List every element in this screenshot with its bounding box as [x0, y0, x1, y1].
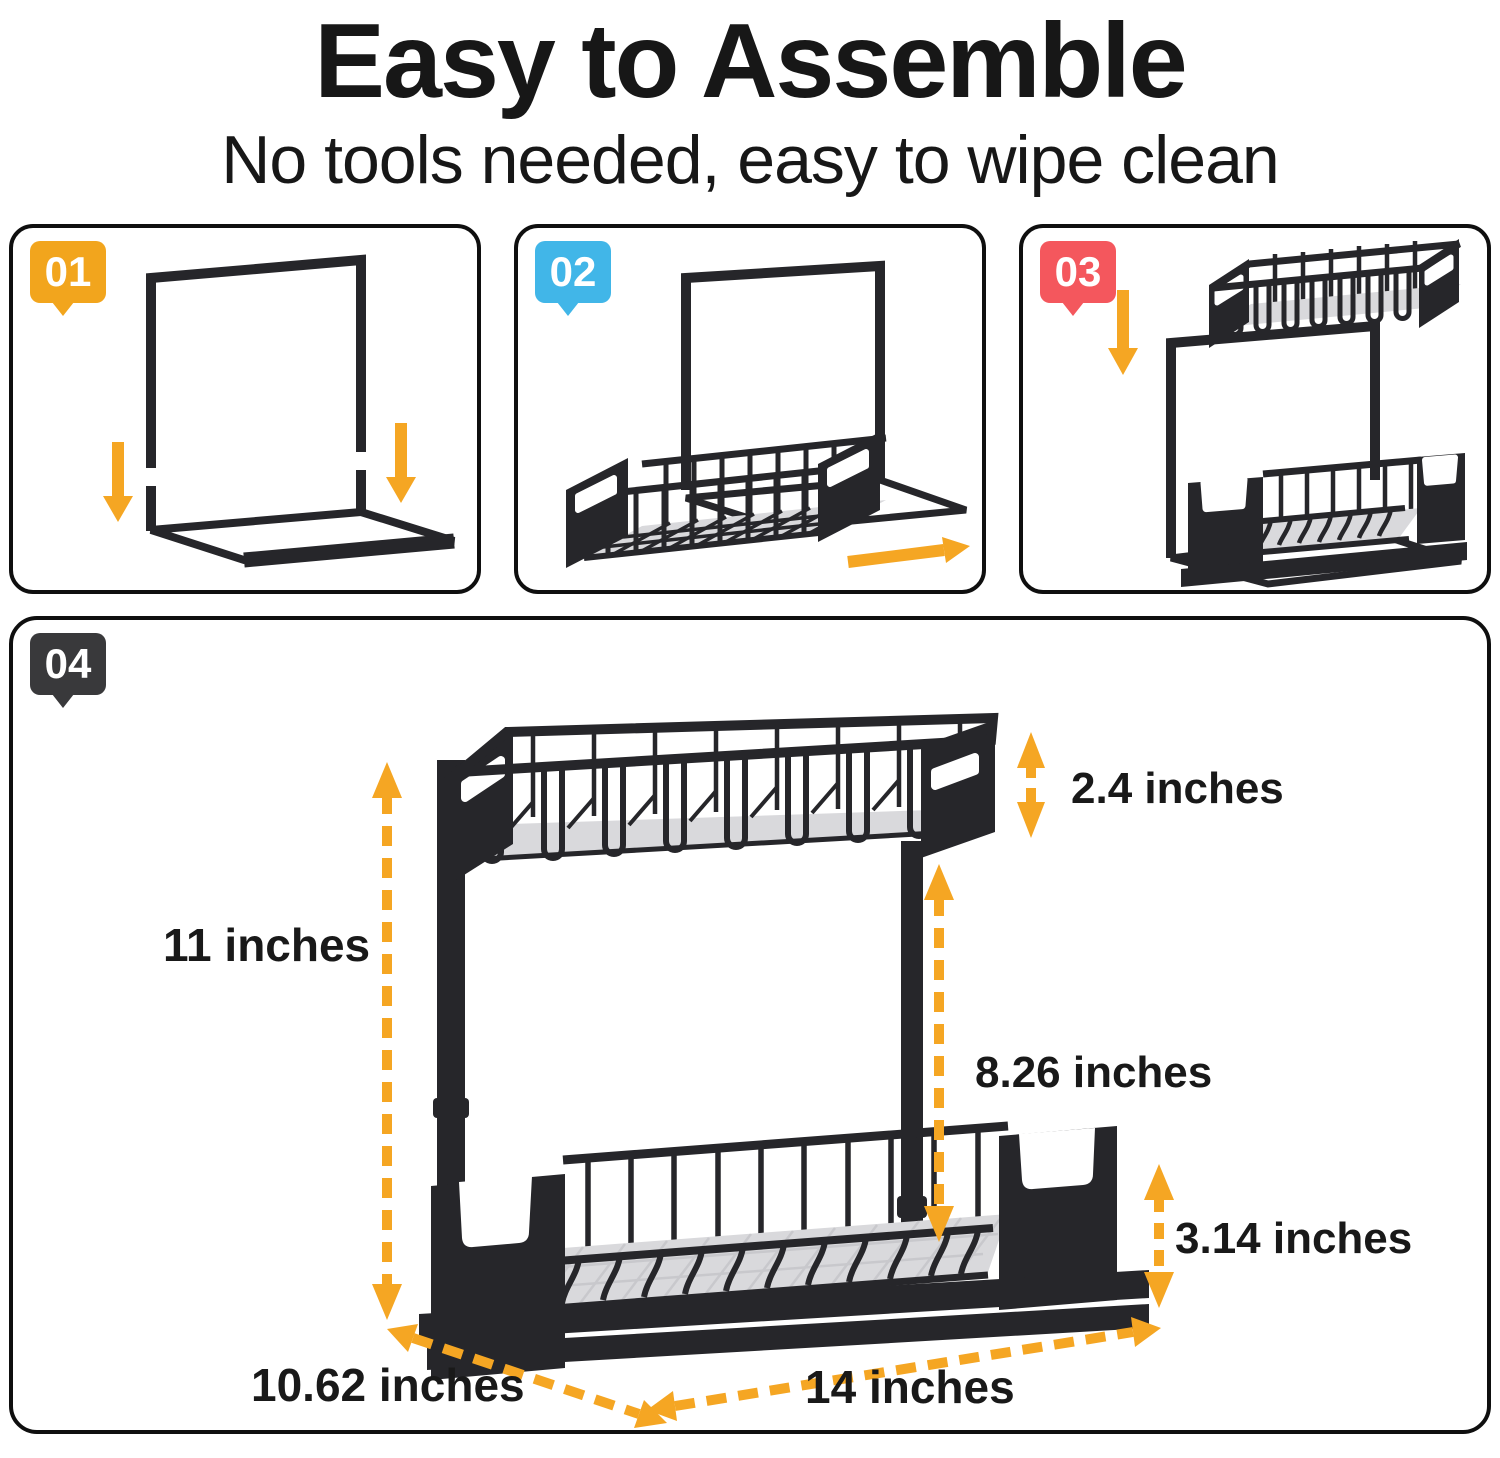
- handle-hole: [575, 475, 617, 514]
- step-badge-01: 01: [30, 241, 106, 317]
- bottom-basket-height-arrow: [1144, 1164, 1174, 1309]
- dim-depth: 10.62 inches: [251, 1359, 525, 1412]
- handle-hole: [827, 449, 869, 488]
- step-panel-04: 04: [9, 616, 1491, 1435]
- bottom-basket: [419, 1121, 1149, 1381]
- steps-row: 01: [9, 224, 1491, 595]
- front-wall: [605, 473, 807, 556]
- front-wall: [518, 1229, 981, 1307]
- dim-total-height: 11 inches: [163, 919, 371, 972]
- front-loops: [480, 745, 931, 865]
- dim-tier-gap: 8.26 inches: [975, 1048, 1213, 1098]
- base-bar: [419, 1270, 1149, 1343]
- step-badge-03: 03: [1040, 241, 1116, 317]
- handle-notch: [459, 1176, 532, 1248]
- handle-hole: [931, 753, 979, 791]
- top-basket-height-arrow: [1017, 732, 1045, 839]
- step-number: 03: [1054, 248, 1102, 296]
- step3-illustration: [1108, 239, 1467, 588]
- page-subtitle: No tools needed, easy to wipe clean: [221, 122, 1279, 199]
- step-badge-02: 02: [535, 241, 611, 317]
- down-arrow-icon: [386, 423, 416, 504]
- slide-basket: [566, 432, 887, 569]
- tier-gap-arrow: [924, 864, 954, 1243]
- right-arrow-icon: [847, 537, 970, 569]
- top-basket: [1209, 239, 1461, 349]
- base-bar: [1181, 542, 1467, 588]
- down-arrow-icon: [1108, 290, 1138, 376]
- height-arrow: [372, 762, 402, 1321]
- wire-diagonals: [505, 774, 962, 834]
- step-number: 02: [549, 248, 597, 296]
- page-title: Easy to Assemble: [314, 2, 1187, 120]
- base-bar: [427, 1304, 1149, 1371]
- handle-notch: [1019, 1128, 1095, 1190]
- step4-illustration: [372, 712, 1174, 1429]
- back-wall: [585, 1128, 981, 1249]
- bottom-basket: [1181, 453, 1467, 588]
- top-basket: [444, 712, 999, 883]
- step-panel-02: 02: [514, 224, 986, 595]
- frame-base: [149, 508, 456, 568]
- right-post: [901, 841, 923, 1235]
- step-badge-04: 04: [30, 633, 106, 709]
- step2-illustration: [566, 260, 970, 569]
- step-number: 01: [44, 248, 92, 296]
- depth-arrow: [387, 1324, 667, 1429]
- step1-illustration: [103, 254, 456, 568]
- step-number: 04: [44, 640, 92, 688]
- dim-width: 14 inches: [805, 1361, 1015, 1414]
- step-panel-01: 01: [9, 224, 481, 595]
- frame-top: [146, 254, 366, 532]
- width-arrow: [647, 1317, 1161, 1422]
- dim-top-basket-height: 2.4 inches: [1071, 764, 1284, 814]
- step-panel-03: 03: [1019, 224, 1491, 595]
- basket-right-cap: [818, 432, 880, 543]
- dim-bottom-basket-height: 3.14 inches: [1175, 1214, 1413, 1264]
- down-arrow-icon: [103, 442, 133, 523]
